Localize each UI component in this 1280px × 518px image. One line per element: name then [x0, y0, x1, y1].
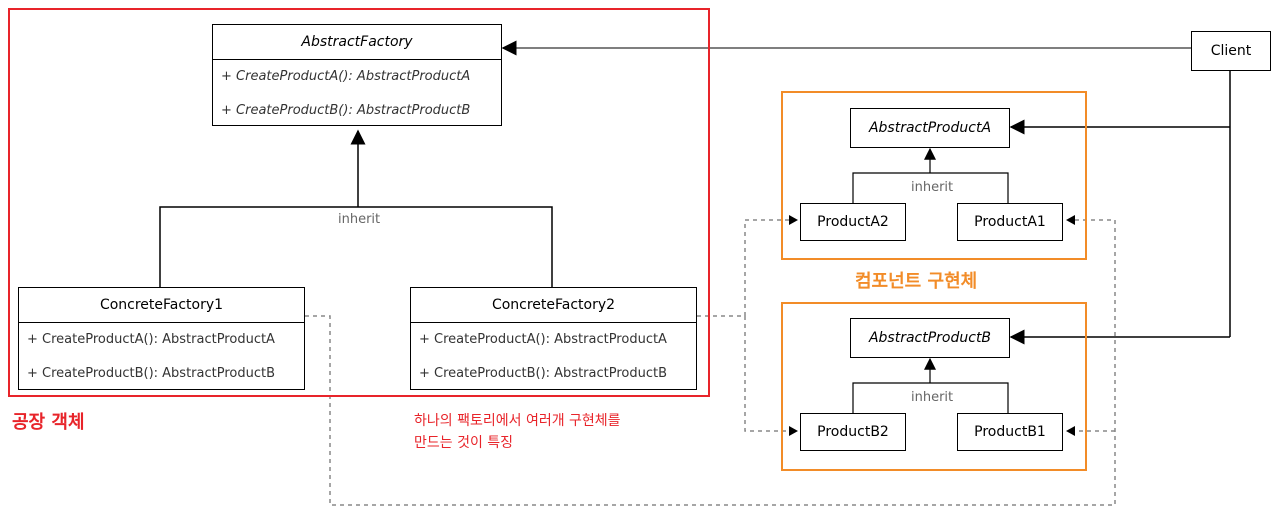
component-label: 컴포넌트 구현체 — [855, 271, 978, 292]
inherit-line-factory — [159, 206, 553, 287]
abstract-product-a-box[interactable]: AbstractProductA — [850, 108, 1010, 148]
dashed-factory1-to-products — [305, 219, 1116, 506]
abstract-factory-method: + CreateProductB(): AbstractProductB — [221, 103, 471, 118]
factory-inherit-label: inherit — [338, 212, 381, 227]
abstract-factory-method: + CreateProductA(): AbstractProductA — [221, 69, 471, 84]
dashed-factory2-to-products — [697, 219, 796, 432]
dashed-arrowhead-b1 — [1066, 426, 1075, 436]
factory-group — [8, 8, 710, 397]
product-b2-label: ProductB2 — [817, 424, 889, 440]
abstract-product-b-box[interactable]: AbstractProductB — [850, 318, 1010, 358]
dashed-arrowhead-a2 — [789, 215, 798, 225]
abstract-product-a-label: AbstractProductA — [868, 120, 992, 136]
product-a1-label: ProductA1 — [974, 214, 1046, 230]
product-b-group — [781, 302, 1087, 471]
concrete-factory-2-method: + CreateProductA(): AbstractProductA — [419, 332, 667, 347]
product-a1-box[interactable]: ProductA1 — [957, 203, 1063, 241]
concrete-factory-2-title: ConcreteFactory2 — [411, 288, 696, 323]
concrete-factory-1-method: + CreateProductB(): AbstractProductB — [27, 366, 276, 381]
product-a-inherit-label: inherit — [911, 180, 954, 195]
product-b2-box[interactable]: ProductB2 — [800, 413, 906, 451]
factory-group-label: 공장 객체 — [12, 412, 85, 433]
concrete-factory-1-method: + CreateProductA(): AbstractProductA — [27, 332, 275, 347]
dashed-arrowhead-b2 — [789, 426, 798, 436]
product-a2-box[interactable]: ProductA2 — [800, 203, 906, 241]
concrete-factory-1-class[interactable]: ConcreteFactory1 + CreateProductA(): Abs… — [18, 287, 305, 390]
client-box[interactable]: Client — [1191, 31, 1271, 71]
abstract-product-b-label: AbstractProductB — [868, 330, 992, 346]
client-label: Client — [1210, 43, 1252, 59]
product-a2-label: ProductA2 — [817, 214, 889, 230]
factory-note-line: 하나의 팩토리에서 여러개 구현체를 — [414, 413, 621, 429]
product-b1-box[interactable]: ProductB1 — [957, 413, 1063, 451]
abstract-factory-class[interactable]: AbstractFactory + CreateProductA(): Abst… — [212, 24, 502, 126]
concrete-factory-2-method: + CreateProductB(): AbstractProductB — [419, 366, 668, 381]
factory-note-line: 만드는 것이 특징 — [414, 435, 514, 451]
product-b-inherit-label: inherit — [911, 390, 954, 405]
product-a-group — [781, 91, 1087, 260]
abstract-factory-title: AbstractFactory — [213, 25, 501, 60]
product-b1-label: ProductB1 — [974, 424, 1046, 440]
concrete-factory-1-title: ConcreteFactory1 — [19, 288, 304, 323]
dashed-arrowhead-a1 — [1066, 215, 1075, 225]
concrete-factory-2-class[interactable]: ConcreteFactory2 + CreateProductA(): Abs… — [410, 287, 697, 390]
factory-note: 하나의 팩토리에서 여러개 구현체를 만드는 것이 특징 — [414, 410, 621, 454]
